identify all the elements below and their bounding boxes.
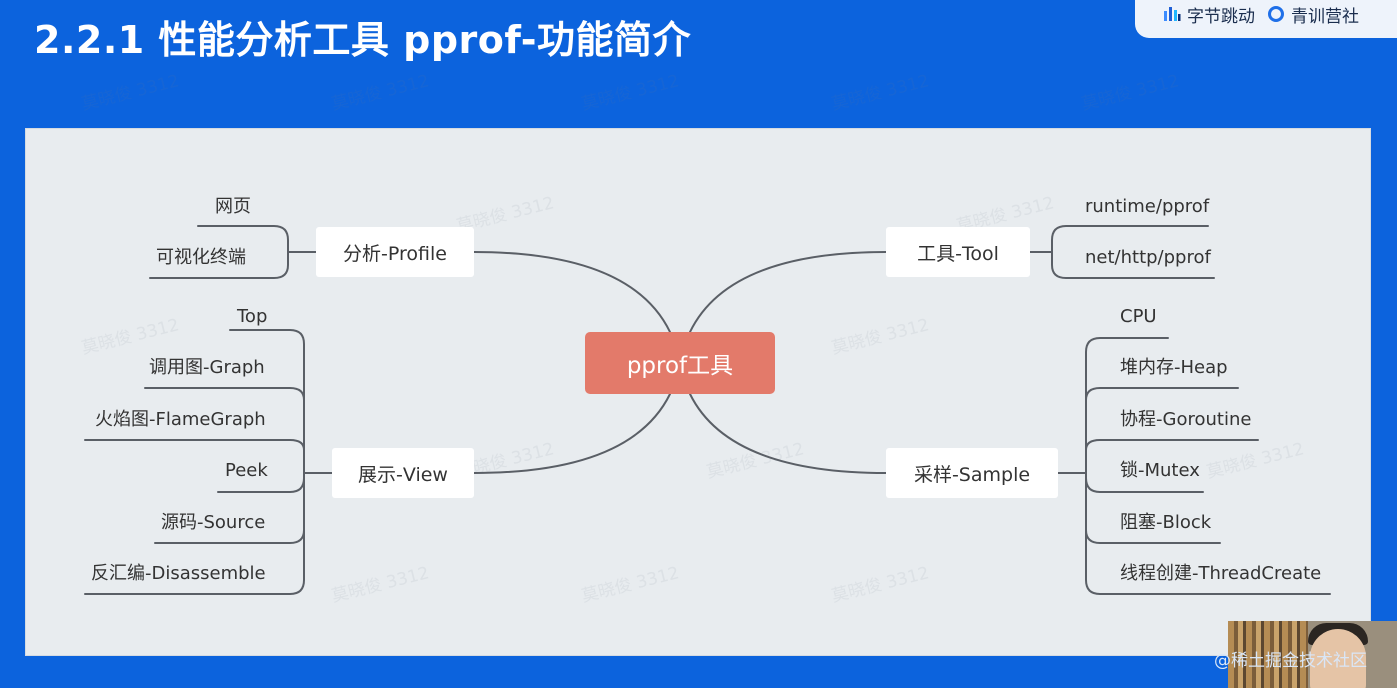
leaf-view-peek: Peek bbox=[225, 460, 268, 481]
mindmap-center-node: pprof工具 bbox=[585, 332, 775, 394]
brand-label-qingxun: 青训营社 bbox=[1291, 6, 1359, 27]
leaf-view-source: 源码-Source bbox=[161, 512, 266, 533]
watermark: 莫晓俊 3312 bbox=[829, 71, 932, 115]
leaf-sample-goroutine: 协程-Goroutine bbox=[1120, 409, 1252, 430]
leaf-tool-runtime: runtime/pprof bbox=[1085, 196, 1210, 217]
leaf-sample-threadcreate: 线程创建-ThreadCreate bbox=[1120, 563, 1322, 584]
brand-qingxun: 青训营社 bbox=[1267, 2, 1359, 27]
leaf-view-graph: 调用图-Graph bbox=[149, 357, 265, 378]
presenter-face bbox=[1310, 629, 1366, 688]
qingxun-logo-icon bbox=[1268, 6, 1284, 22]
watermark: 莫晓俊 3312 bbox=[329, 71, 432, 115]
leaf-sample-block: 阻塞-Block bbox=[1120, 512, 1212, 533]
leaf-sample-cpu: CPU bbox=[1120, 306, 1157, 327]
leaf-profile-terminal: 可视化终端 bbox=[156, 247, 246, 268]
webcam-thumbnail bbox=[1228, 621, 1397, 688]
leaf-sample-heap: 堆内存-Heap bbox=[1120, 357, 1228, 378]
branch-tool: 工具-Tool bbox=[886, 227, 1030, 277]
slide-title: 2.2.1 性能分析工具 pprof-功能简介 bbox=[34, 18, 692, 62]
brand-label-bytedance: 字节跳动 bbox=[1187, 6, 1255, 27]
branch-sample: 采样-Sample bbox=[886, 448, 1058, 498]
leaf-view-top: Top bbox=[237, 306, 268, 327]
branch-view: 展示-View bbox=[332, 448, 474, 498]
bookshelf-background bbox=[1228, 621, 1308, 688]
branch-profile: 分析-Profile bbox=[316, 227, 474, 277]
leaf-profile-web: 网页 bbox=[215, 196, 251, 217]
leaf-view-flamegraph: 火焰图-FlameGraph bbox=[95, 409, 266, 430]
footer-credit: @稀土掘金技术社区 bbox=[1214, 651, 1367, 671]
watermark: 莫晓俊 3312 bbox=[79, 71, 182, 115]
brand-bar: 字节跳动 青训营社 bbox=[1135, 0, 1397, 38]
watermark: 莫晓俊 3312 bbox=[579, 71, 682, 115]
watermark: 莫晓俊 3312 bbox=[1079, 71, 1182, 115]
leaf-view-disassemble: 反汇编-Disassemble bbox=[91, 563, 266, 584]
bytedance-logo-icon bbox=[1164, 7, 1181, 21]
leaf-sample-mutex: 锁-Mutex bbox=[1120, 460, 1200, 481]
leaf-tool-nethttp: net/http/pprof bbox=[1085, 247, 1211, 268]
brand-bytedance: 字节跳动 bbox=[1163, 2, 1255, 27]
